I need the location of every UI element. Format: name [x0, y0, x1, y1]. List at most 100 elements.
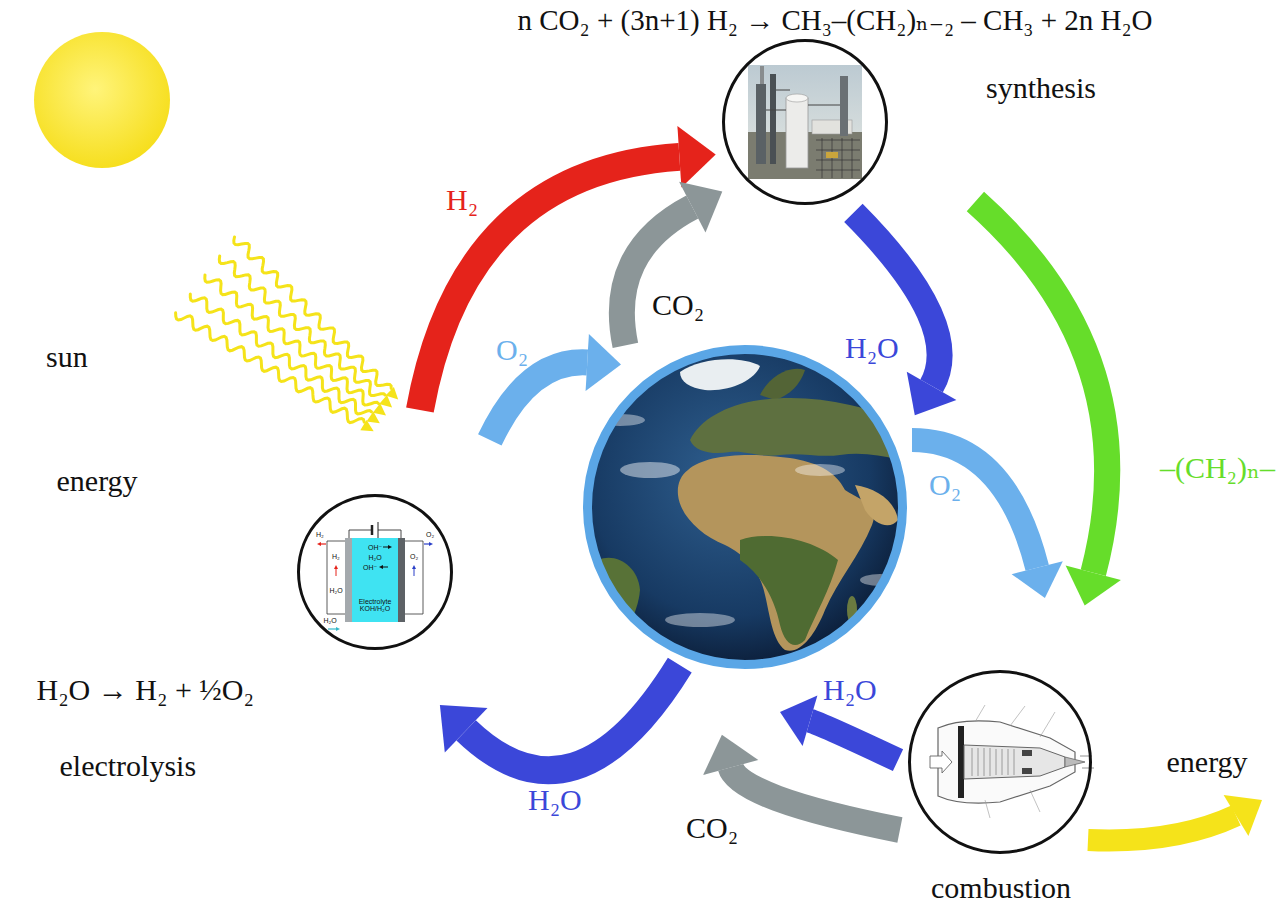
electrolyzer-illustration-part — [334, 565, 338, 569]
electrolyzer-illustration-part — [398, 538, 405, 622]
plant-photo-part — [766, 90, 840, 110]
sun-disc — [34, 32, 170, 168]
process-circle-outline — [908, 670, 1092, 854]
arrow-head — [360, 420, 373, 431]
equation: n CO₂ + (3n+1) H₂ → CH₃–(CH₂)ₙ₋₂ – CH₃ +… — [518, 4, 1153, 37]
flow-label: CO₂ — [686, 811, 738, 846]
earth-illustration-part — [665, 613, 735, 627]
jet-engine-sketch-part — [972, 748, 1014, 776]
earth-illustration-part — [740, 536, 838, 645]
plant-photo-part — [786, 94, 808, 102]
plant-photo-part — [748, 65, 862, 179]
earth-illustration-part — [591, 353, 899, 661]
earth-circle — [583, 345, 907, 669]
jet-engine-sketch-part — [1022, 768, 1032, 774]
energy-output-arrow — [1088, 795, 1262, 841]
part-label: H₂O — [330, 587, 343, 594]
earth-illustration-part — [760, 369, 805, 400]
electrolyzer-illustration-part — [349, 530, 401, 538]
circle-outline — [299, 496, 452, 649]
circle-outline — [724, 41, 887, 204]
electrolyzer-illustration-part — [371, 525, 374, 535]
electrolyzer-illustration-part — [414, 568, 415, 576]
node-label: synthesis — [986, 71, 1096, 106]
earth-circle-outline — [583, 345, 907, 669]
flow-label: H₂ — [446, 183, 478, 218]
flow-label: H₂O — [528, 783, 582, 818]
arrow-band — [810, 721, 898, 760]
electrolyzer-illustration — [317, 522, 433, 631]
energy-ray — [176, 313, 365, 423]
flow-label: H₂O — [823, 673, 877, 708]
energy-ray — [234, 237, 391, 389]
part-label: Electrolyte KOH/H₂O — [353, 598, 397, 613]
electrolyzer-illustration-part — [379, 565, 383, 569]
energy-output-arrow-part — [1088, 816, 1236, 841]
node-label: electrolysis — [60, 749, 197, 784]
energy-ray — [219, 256, 385, 396]
electrolyzer-illustration-part — [336, 627, 340, 631]
process-circle-outline — [722, 39, 888, 205]
flow-arrow — [440, 665, 680, 770]
part-label: H₂O — [324, 617, 337, 624]
process-circle: electrolysis — [297, 494, 453, 650]
energy-output-arrow-part — [1224, 795, 1262, 836]
part-label: OH⁻ — [368, 544, 382, 551]
arrow-band — [731, 767, 900, 830]
arrow-head — [373, 403, 386, 415]
jet-engine-sketch-part — [938, 721, 1075, 803]
arrow-band — [466, 665, 680, 770]
electrolyzer-illustration-part — [378, 522, 379, 538]
flow-label: O₂ — [929, 468, 961, 503]
electrolyzer-illustration-part — [405, 541, 423, 614]
electrolyzer-illustration-part — [345, 538, 352, 622]
arrow-head — [1066, 566, 1121, 606]
part-label: OH⁻ — [363, 564, 377, 571]
flow-arrow — [622, 182, 722, 346]
jet-engine-sketch-part — [1065, 757, 1085, 767]
jet-engine-sketch-part — [975, 705, 1055, 818]
earth-illustration-part — [855, 485, 898, 525]
jet-engine-sketch-part — [930, 751, 952, 773]
earth-ring — [588, 350, 903, 665]
arrow-head — [780, 695, 817, 746]
plant-photo-part — [786, 98, 808, 168]
electrolyzer-illustration-part — [388, 545, 392, 549]
sun-circle-outline — [34, 32, 170, 168]
flow-label: –(CH₂)ₙ– — [1160, 451, 1275, 486]
flow-label: O₂ — [496, 333, 528, 368]
process-circle-outline — [297, 494, 453, 650]
part-label: H₂O — [369, 554, 382, 561]
node-label: combustion — [931, 871, 1071, 906]
electrolyzer-illustration-part — [429, 542, 433, 546]
arrow-head — [677, 126, 715, 188]
arrow-head — [440, 705, 488, 753]
arrow-head — [367, 412, 380, 424]
flow-arrow — [975, 202, 1121, 606]
process-circle: combustion — [908, 670, 1092, 854]
electrolyzer-illustration-part — [328, 628, 337, 629]
plant-photo-part — [840, 76, 848, 136]
flow-label: CO₂ — [652, 288, 704, 323]
electrolyzer-illustration-part — [327, 541, 345, 614]
earth-illustration-part — [795, 464, 845, 476]
circle-outline — [910, 672, 1091, 853]
arrow-band — [912, 440, 1037, 568]
arrow-band — [975, 202, 1107, 573]
energy-ray — [190, 294, 371, 414]
energy-rays — [176, 237, 399, 431]
energy-ray — [205, 275, 379, 405]
plant-photo-part — [826, 152, 838, 158]
plant-photo-part — [770, 74, 776, 164]
plant-photo — [748, 65, 862, 179]
earth-illustration-part — [620, 462, 680, 478]
electrolyzer-illustration-part — [412, 565, 416, 569]
part-label: O₂ — [410, 553, 418, 560]
arrow-head — [679, 182, 722, 233]
jet-engine-sketch-part — [964, 745, 1065, 779]
text-label: energy — [1167, 745, 1248, 780]
arrow-band — [490, 362, 588, 440]
jet-engine-sketch-part — [958, 726, 964, 798]
flow-arrow — [853, 213, 956, 415]
